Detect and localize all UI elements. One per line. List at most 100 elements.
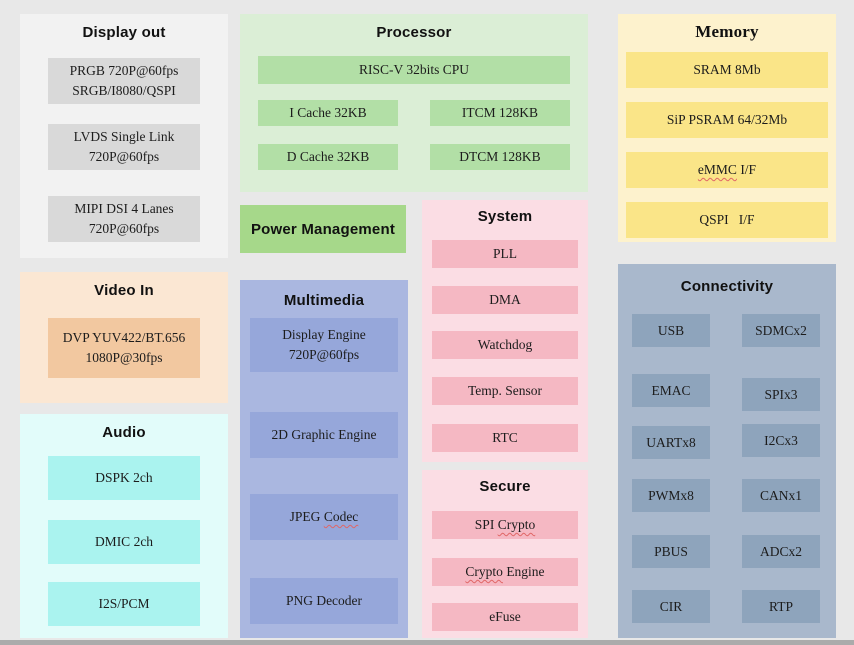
- block-emmc-if: eMMC I/F: [626, 152, 828, 188]
- block-dvp: DVP YUV422/BT.656 1080P@30fps: [48, 318, 200, 378]
- block-label: PWMx8: [648, 487, 694, 503]
- block-label: DMIC 2ch: [94, 534, 154, 549]
- panel-audio: Audio DSPK 2ch DMIC 2ch I2S/PCM: [20, 414, 228, 638]
- block-line: DVP YUV422/BT.656: [62, 330, 186, 345]
- block-dspk: DSPK 2ch: [48, 456, 200, 500]
- block-jpeg-codec: JPEG Codec: [250, 494, 398, 540]
- block-label: I2S/PCM: [98, 596, 150, 611]
- block-pwm: PWMx8: [632, 479, 710, 512]
- block-label: CANx1: [759, 487, 802, 503]
- block-label: SPI Crypto: [474, 517, 536, 532]
- panel-display-out: Display out PRGB 720P@60fps SRGB/I8080/Q…: [20, 14, 228, 258]
- block-label: CIR: [659, 598, 683, 614]
- block-line: 720P@60fps: [88, 221, 160, 236]
- block-label: ADCx2: [759, 543, 802, 559]
- block-label: RISC-V 32bits CPU: [358, 62, 470, 77]
- panel-title-audio: Audio: [102, 424, 146, 441]
- block-label: D Cache 32KB: [286, 149, 370, 164]
- block-2d-graphic-engine: 2D Graphic Engine: [250, 412, 398, 458]
- block-emac: EMAC: [632, 374, 710, 407]
- panel-title-memory: Memory: [695, 22, 759, 41]
- panel-connectivity: Connectivity USB SDMCx2 EMAC SPIx3 UARTx…: [618, 264, 836, 638]
- block-sram: SRAM 8Mb: [626, 52, 828, 88]
- block-adc: ADCx2: [742, 535, 820, 568]
- block-itcm: ITCM 128KB: [430, 100, 570, 126]
- block-label: UARTx8: [646, 434, 696, 450]
- block-efuse: eFuse: [432, 603, 578, 631]
- block-label: I2Cx3: [764, 432, 798, 448]
- block-pbus: PBUS: [632, 535, 710, 568]
- block-label: DSPK 2ch: [95, 470, 153, 485]
- block-label: SRAM 8Mb: [693, 62, 761, 77]
- block-sip-psram: SiP PSRAM 64/32Mb: [626, 102, 828, 138]
- block-label: PBUS: [654, 543, 688, 559]
- panel-processor: Processor RISC-V 32bits CPU I Cache 32KB…: [240, 14, 588, 192]
- block-label: EMAC: [651, 382, 691, 398]
- block-label: 2D Graphic Engine: [271, 427, 377, 442]
- block-label: DTCM 128KB: [459, 149, 541, 164]
- block-rtc: RTC: [432, 424, 578, 452]
- panel-title-secure: Secure: [479, 478, 531, 495]
- block-icache: I Cache 32KB: [258, 100, 398, 126]
- block-qspi-if: QSPI I/F: [626, 202, 828, 238]
- block-label: eMMC I/F: [697, 162, 757, 177]
- block-line: PRGB 720P@60fps: [69, 63, 179, 78]
- block-usb: USB: [632, 314, 710, 347]
- block-label: QSPI I/F: [699, 212, 755, 227]
- block-spi: SPIx3: [742, 378, 820, 411]
- panel-title-video-in: Video In: [94, 282, 154, 299]
- block-label: RTC: [492, 430, 518, 445]
- block-line: 720P@60fps: [288, 347, 360, 362]
- block-label: eFuse: [489, 609, 521, 624]
- block-label: PLL: [492, 246, 517, 261]
- block-lvds: LVDS Single Link 720P@60fps: [48, 124, 200, 170]
- block-riscv-cpu: RISC-V 32bits CPU: [258, 56, 570, 84]
- panel-title-system: System: [477, 208, 533, 225]
- block-label: Temp. Sensor: [467, 383, 543, 398]
- block-label: SPIx3: [764, 386, 798, 402]
- block-temp-sensor: Temp. Sensor: [432, 377, 578, 405]
- panel-secure: Secure SPI Crypto Crypto Engine eFuse: [422, 470, 588, 638]
- block-label: SiP PSRAM 64/32Mb: [666, 112, 788, 127]
- panel-title-processor: Processor: [376, 24, 452, 41]
- block-i2c: I2Cx3: [742, 424, 820, 457]
- block-label: Watchdog: [477, 337, 533, 352]
- panel-title-multimedia: Multimedia: [283, 292, 365, 309]
- block-watchdog: Watchdog: [432, 331, 578, 359]
- block-png-decoder: PNG Decoder: [250, 578, 398, 624]
- block-line: SRGB/I8080/QSPI: [72, 83, 176, 98]
- panel-multimedia: Multimedia Display Engine 720P@60fps 2D …: [240, 280, 408, 638]
- block-label: DMA: [489, 292, 521, 307]
- block-label: I Cache 32KB: [289, 105, 367, 120]
- block-dtcm: DTCM 128KB: [430, 144, 570, 170]
- block-cir: CIR: [632, 590, 710, 623]
- panel-title-display-out: Display out: [82, 24, 166, 41]
- block-label: ITCM 128KB: [461, 105, 539, 120]
- block-label: JPEG Codec: [289, 509, 359, 524]
- block-pll: PLL: [432, 240, 578, 268]
- block-can: CANx1: [742, 479, 820, 512]
- block-dmic: DMIC 2ch: [48, 520, 200, 564]
- panel-title-power-management: Power Management: [250, 220, 396, 238]
- block-uart: UARTx8: [632, 426, 710, 459]
- block-dma: DMA: [432, 286, 578, 314]
- panel-video-in: Video In DVP YUV422/BT.656 1080P@30fps: [20, 272, 228, 403]
- block-line: 720P@60fps: [88, 149, 160, 164]
- block-label: USB: [657, 322, 685, 338]
- block-dcache: D Cache 32KB: [258, 144, 398, 170]
- block-line: LVDS Single Link: [73, 129, 175, 144]
- panel-title-connectivity: Connectivity: [680, 278, 774, 295]
- block-prgb: PRGB 720P@60fps SRGB/I8080/QSPI: [48, 58, 200, 104]
- block-display-engine: Display Engine 720P@60fps: [250, 318, 398, 372]
- block-rtp: RTP: [742, 590, 820, 623]
- block-line: 1080P@30fps: [85, 350, 163, 365]
- block-mipi-dsi: MIPI DSI 4 Lanes 720P@60fps: [48, 196, 200, 242]
- block-line: Display Engine: [282, 327, 366, 342]
- block-crypto-engine: Crypto Engine: [432, 558, 578, 586]
- panel-system: System PLL DMA Watchdog Temp. Sensor RTC: [422, 200, 588, 462]
- block-spi-crypto: SPI Crypto: [432, 511, 578, 539]
- block-label: RTP: [769, 598, 793, 614]
- panel-memory: Memory SRAM 8Mb SiP PSRAM 64/32Mb eMMC I…: [618, 14, 836, 242]
- block-power-management: Power Management: [240, 205, 406, 253]
